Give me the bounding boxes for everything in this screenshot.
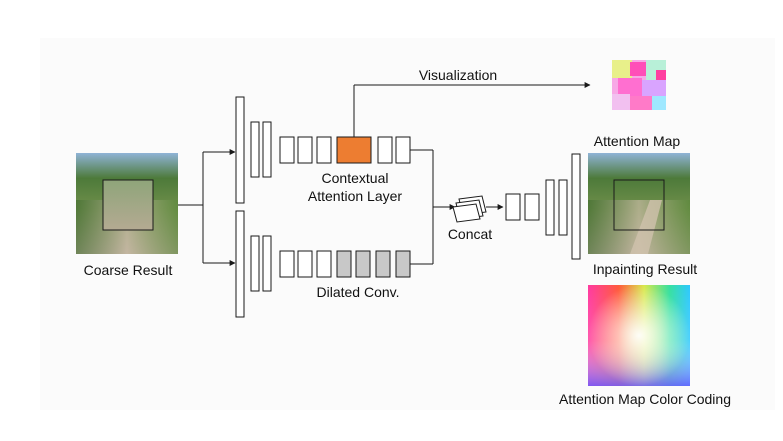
contextual-attention-label-line1: Contextual xyxy=(322,170,389,186)
dilated-conv-label: Dilated Conv. xyxy=(316,284,399,300)
contextual-attention-label-line2: Attention Layer xyxy=(308,188,403,204)
attention-map-visualization xyxy=(612,60,666,110)
visualization-connector xyxy=(353,82,591,137)
input-split-connector xyxy=(178,149,236,266)
attention-branch-layers xyxy=(235,96,411,204)
coarse-result-label: Coarse Result xyxy=(84,262,173,278)
attention-map-label: Attention Map xyxy=(594,133,681,149)
concat-label: Concat xyxy=(448,226,492,242)
merge-connector xyxy=(410,149,456,265)
concat-block xyxy=(452,195,487,223)
coarse-result-image xyxy=(76,153,178,254)
contextual-attention-block xyxy=(336,136,372,164)
inpainting-result-label: Inpainting Result xyxy=(593,261,697,277)
dilated-branch-layers xyxy=(235,210,411,318)
inpainting-result-image xyxy=(588,153,690,254)
visualization-label: Visualization xyxy=(419,67,497,83)
color-coding-swatch xyxy=(588,285,690,386)
decoder-layers xyxy=(505,153,581,260)
color-coding-label: Attention Map Color Coding xyxy=(559,391,731,407)
